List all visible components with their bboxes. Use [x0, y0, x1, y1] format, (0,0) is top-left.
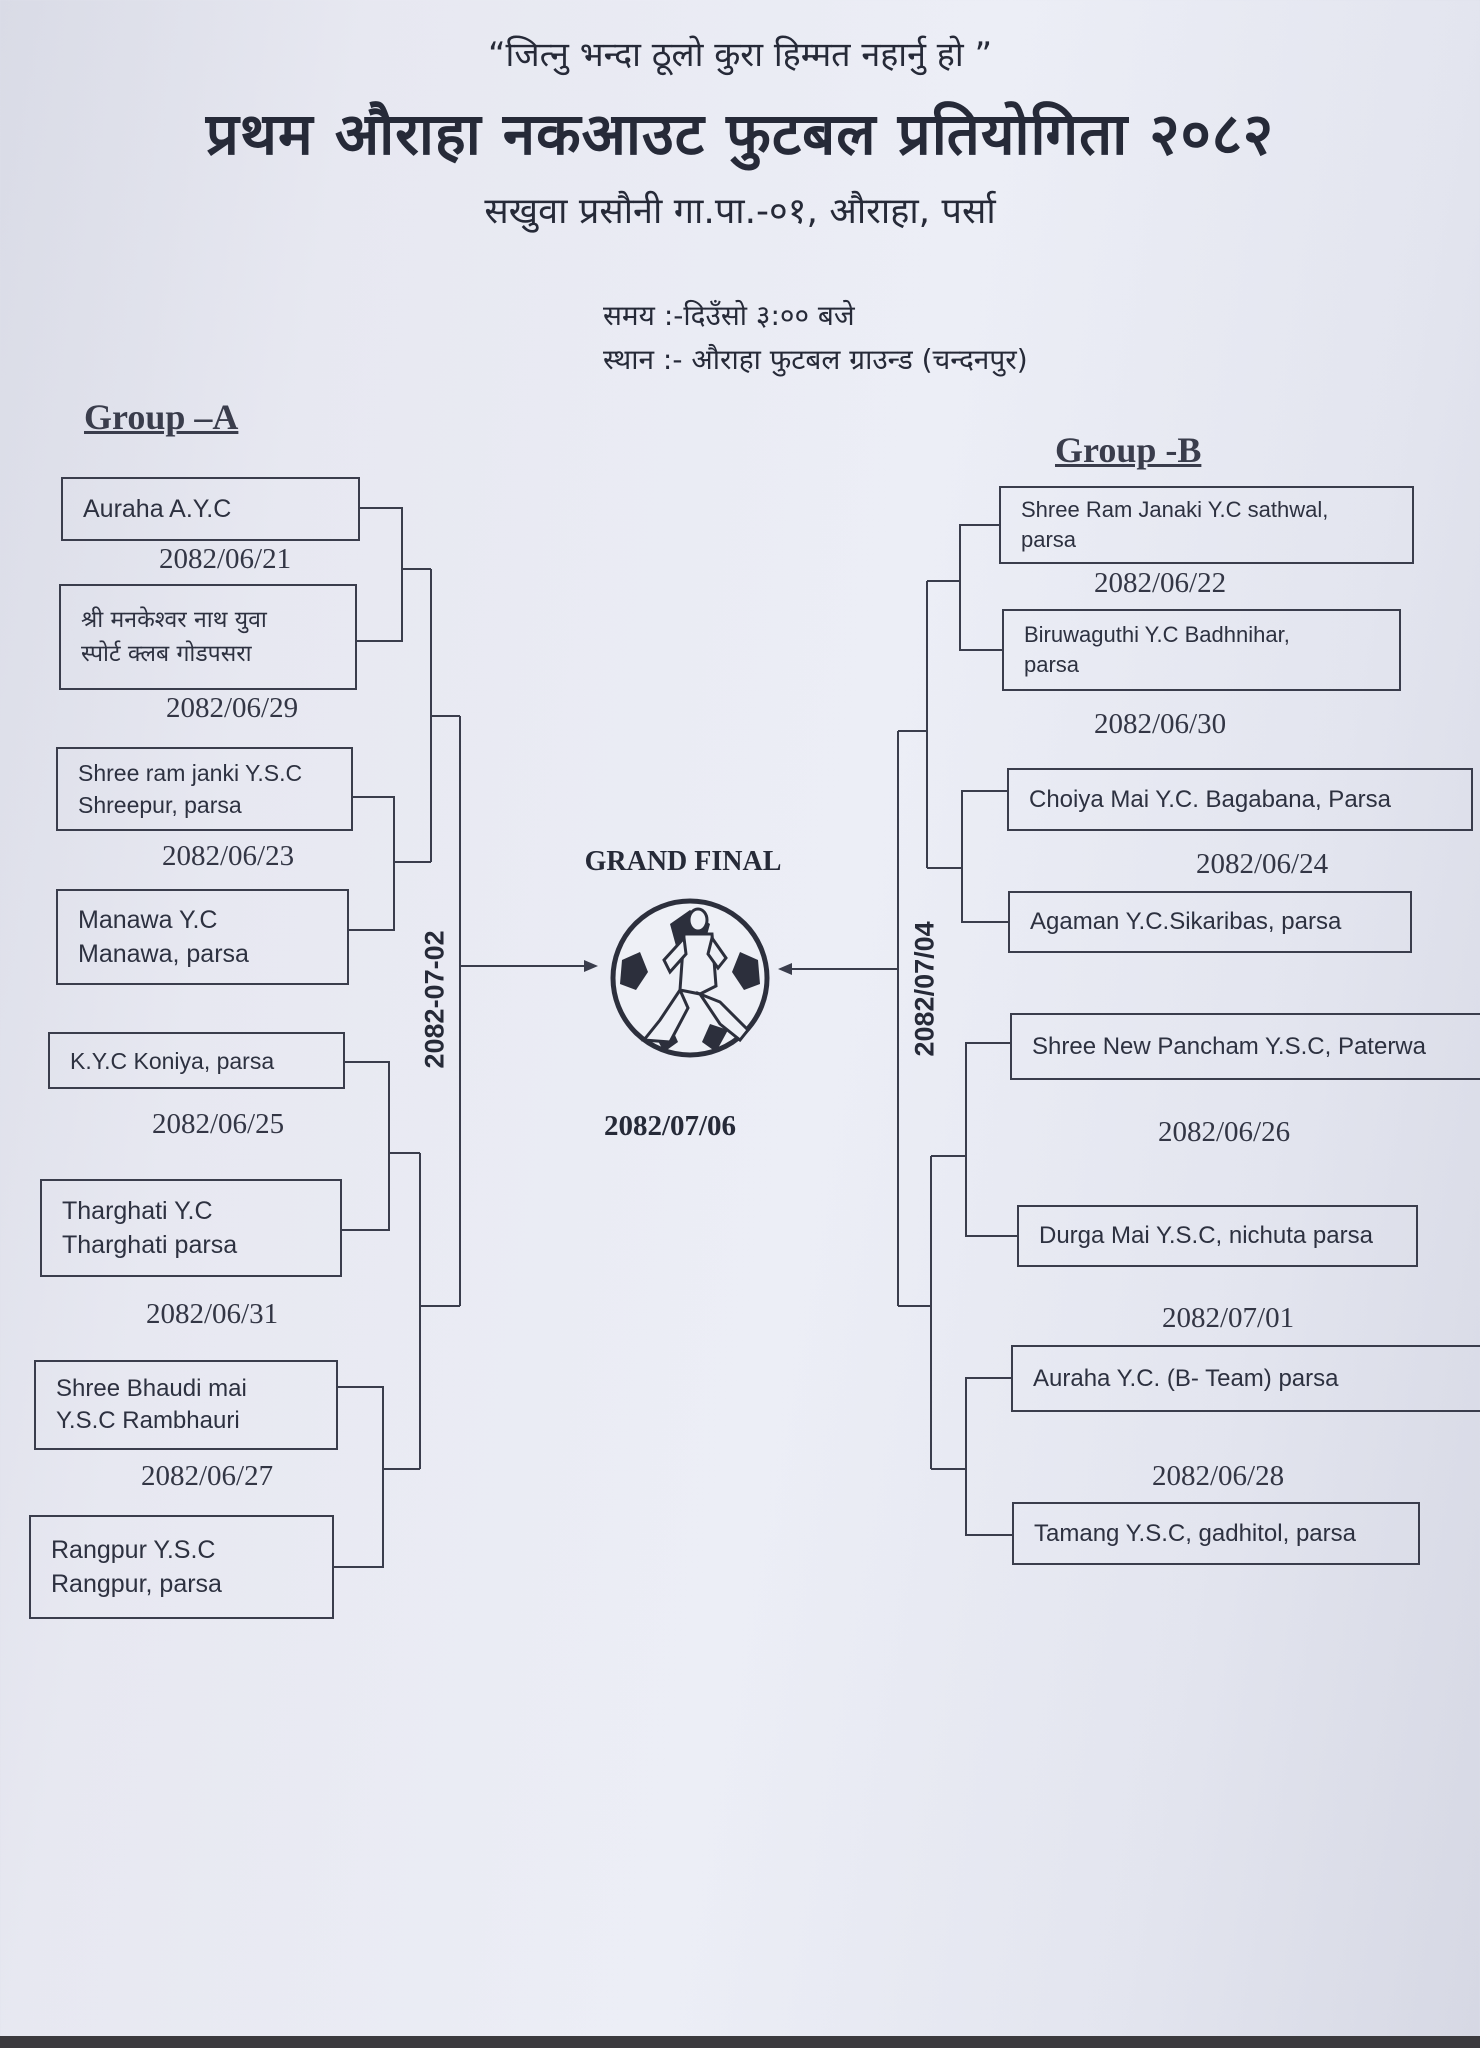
- team-box: Tharghati Y.C Tharghati parsa: [40, 1179, 342, 1277]
- team-box: Rangpur Y.S.C Rangpur, parsa: [29, 1515, 334, 1619]
- grand-final-date: 2082/07/06: [603, 1110, 737, 1142]
- team-box: Shree Bhaudi mai Y.S.C Rambhauri: [34, 1360, 338, 1450]
- match-date: 2082/06/25: [152, 1108, 285, 1140]
- team-box: श्री मनकेश्वर नाथ युवा स्पोर्ट क्लब गोडप…: [59, 584, 357, 690]
- team-box: Auraha A.Y.C: [61, 477, 360, 541]
- motto-quote: “जित्नु भन्दा ठूलो कुरा हिम्मत नहार्नु ह…: [487, 35, 993, 75]
- arrow-right-icon: [584, 960, 598, 972]
- match-date: 2082/06/24: [1196, 848, 1329, 880]
- team-box: Auraha Y.C. (B- Team) parsa: [1011, 1345, 1480, 1412]
- match-date: 2082/06/28: [1152, 1460, 1285, 1492]
- grand-final-label: GRAND FINAL: [584, 846, 782, 877]
- team-box: Manawa Y.C Manawa, parsa: [56, 889, 349, 985]
- team-box: Durga Mai Y.S.C, nichuta parsa: [1017, 1205, 1418, 1267]
- tournament-title: प्रथम औराहा नकआउट फुटबल प्रतियोगिता २०८२: [205, 100, 1275, 168]
- match-date: 2082/06/30: [1094, 708, 1227, 740]
- photo-edge: [0, 2036, 1480, 2048]
- group-b-semi-final-date: 2082/07/04: [909, 921, 940, 1057]
- team-box: K.Y.C Koniya, parsa: [48, 1032, 345, 1089]
- venue: स्थान :- औराहा फुटबल ग्राउन्ड (चन्दनपुर): [603, 343, 1028, 376]
- group-a-label: Group –A: [84, 397, 239, 437]
- team-box: Choiya Mai Y.C. Bagabana, Parsa: [1007, 768, 1473, 831]
- match-date: 2082/06/22: [1094, 567, 1227, 599]
- match-date: 2082/07/01: [1162, 1302, 1295, 1334]
- match-date: 2082/06/29: [166, 692, 299, 724]
- match-time: समय :-दिउँसो ३:०० बजे: [603, 299, 855, 332]
- team-box: Shree Ram Janaki Y.C sathwal, parsa: [999, 486, 1414, 564]
- match-date: 2082/06/27: [141, 1460, 274, 1492]
- team-box: Tamang Y.S.C, gadhitol, parsa: [1012, 1502, 1420, 1565]
- team-box: Shree ram janki Y.S.C Shreepur, parsa: [56, 747, 353, 831]
- match-date: 2082/06/26: [1158, 1116, 1291, 1148]
- team-box: Biruwaguthi Y.C Badhnihar, parsa: [1002, 609, 1401, 691]
- group-b-label: Group -B: [1055, 430, 1202, 470]
- group-a-semi-final-date: 2082-07-02: [419, 930, 450, 1069]
- team-box: Shree New Pancham Y.S.C, Paterwa: [1010, 1013, 1480, 1080]
- football-player-icon: [610, 898, 770, 1058]
- location-subtitle: सखुवा प्रसौनी गा.पा.-०१, औराहा, पर्सा: [484, 191, 996, 232]
- team-box: Agaman Y.C.Sikaribas, parsa: [1008, 891, 1412, 953]
- match-date: 2082/06/23: [162, 840, 295, 872]
- arrow-left-icon: [778, 963, 792, 975]
- match-date: 2082/06/31: [146, 1298, 279, 1330]
- match-date: 2082/06/21: [159, 543, 292, 575]
